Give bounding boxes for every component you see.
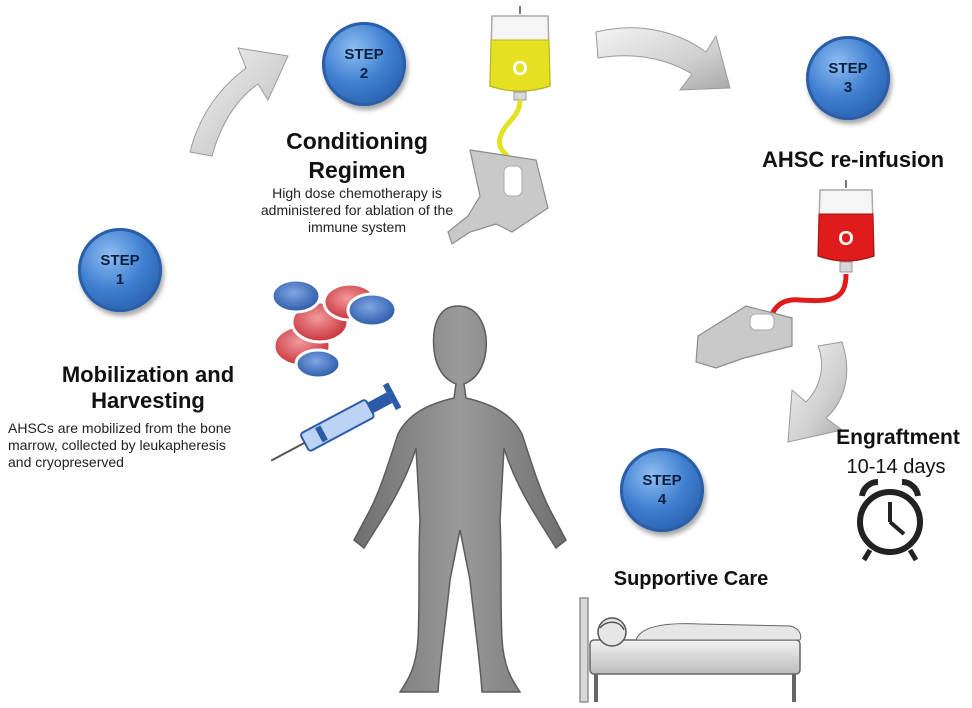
alarm-clock-icon — [857, 478, 923, 562]
arm-icon — [447, 149, 549, 245]
conditioning-title-line1: Conditioning — [286, 128, 428, 154]
conditioning-title: Conditioning Regimen — [252, 127, 462, 185]
step-4-number: 4 — [657, 491, 667, 508]
curved-arrow-icon — [787, 341, 848, 443]
conditioning-desc-line3: immune system — [307, 219, 407, 235]
conditioning-description: High dose chemotherapy is administered f… — [226, 185, 488, 236]
step-2-number: 2 — [359, 65, 369, 82]
step-1-word: STEP — [100, 252, 140, 269]
conditioning-desc-line1: High dose chemotherapy is — [272, 185, 442, 201]
iv-bag-icon — [489, 6, 551, 177]
chemo-bag-label: O — [512, 58, 528, 80]
hospital-bed-icon — [579, 597, 802, 703]
step-2-word: STEP — [344, 46, 384, 63]
step-2-badge: STEP 2 — [322, 22, 406, 106]
arm-icon — [695, 305, 793, 369]
step-1-number: 1 — [115, 271, 125, 288]
curved-arrow-icon — [595, 27, 731, 91]
step-1-badge: STEP 1 — [78, 228, 162, 312]
conditioning-title-line2: Regimen — [308, 157, 406, 183]
step-4-word: STEP — [642, 472, 682, 489]
mobilization-title: Mobilization and Harvesting — [40, 362, 256, 414]
engraftment-title: Engraftment — [836, 426, 960, 449]
step-4-badge: STEP 4 — [620, 448, 704, 532]
conditioning-desc-line2: administered for ablation of the — [260, 202, 454, 218]
step-3-word: STEP — [828, 60, 868, 77]
mobilization-desc-line1: AHSCs are mobilized from the bone — [8, 420, 232, 436]
step-3-badge: STEP 3 — [806, 36, 890, 120]
engraftment-duration: 10-14 days — [846, 456, 946, 478]
blood-bag-label: O — [838, 228, 854, 250]
supportive-care-title: Supportive Care — [613, 568, 769, 590]
mobilization-title-line1: Mobilization and — [61, 362, 235, 387]
mobilization-desc-line3: and cryopreserved — [8, 454, 124, 470]
mobilization-desc-line2: marrow, collected by leukapheresis — [8, 437, 226, 453]
syringe-icon — [270, 382, 402, 462]
mobilization-description: AHSCs are mobilized from the bone marrow… — [8, 420, 282, 471]
curved-arrow-icon — [189, 47, 289, 157]
step-3-number: 3 — [843, 79, 853, 96]
iv-bag-icon — [767, 180, 875, 327]
mobilization-title-line2: Harvesting — [91, 388, 205, 413]
human-body-icon — [353, 305, 567, 693]
blood-cell-icon — [270, 278, 398, 380]
reinfusion-title: AHSC re-infusion — [761, 147, 945, 172]
